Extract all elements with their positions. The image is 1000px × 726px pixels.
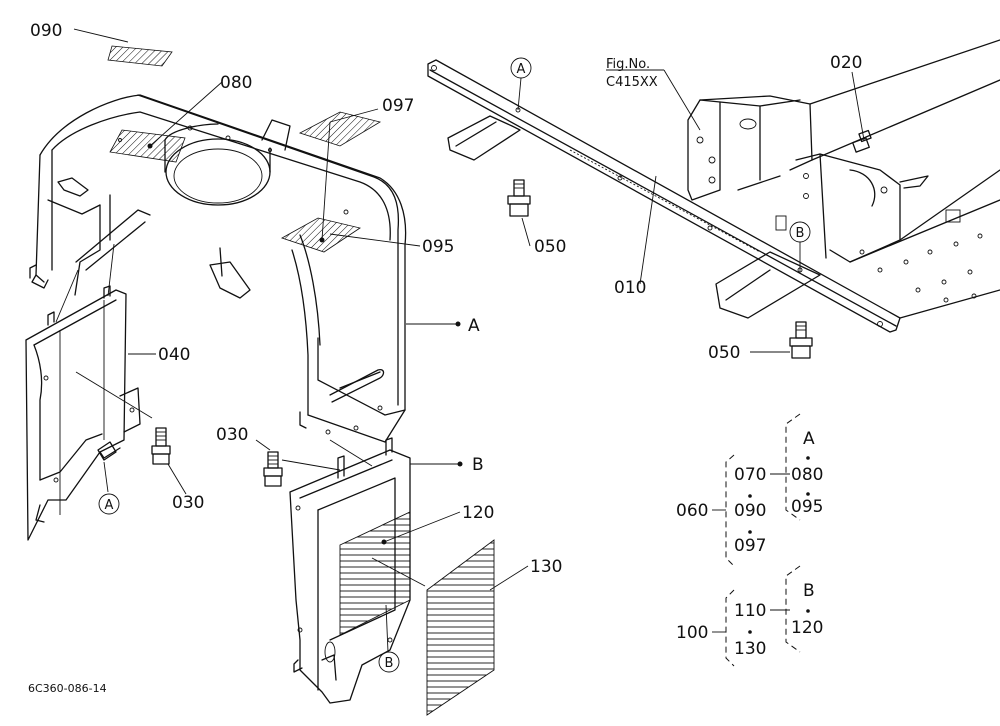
screen-130 xyxy=(426,539,495,716)
radiator-shroud xyxy=(29,94,407,443)
kit-100-item-120: 120 xyxy=(791,618,823,638)
callout-130: 130 xyxy=(530,557,562,577)
kit-060-item-070: 070 xyxy=(734,465,766,485)
kit-060-item-080: 080 xyxy=(791,465,823,485)
marker-b-panel-bottom: B xyxy=(385,656,394,671)
bolt-020 xyxy=(852,129,872,153)
callout-050-upper: 050 xyxy=(534,237,566,257)
kit-060-header: A xyxy=(803,429,815,449)
figure-ref-label: Fig.No. xyxy=(606,57,650,72)
callout-050-lower: 050 xyxy=(708,343,740,363)
callout-095: 095 xyxy=(422,237,454,257)
marker-a-bracket: A xyxy=(105,498,114,513)
bolt-030-right xyxy=(263,451,283,487)
kit-060: 060 070 090 097 A 080 095 xyxy=(676,413,823,567)
marker-a-rail: A xyxy=(517,62,526,77)
callout-040: 040 xyxy=(158,345,190,365)
callout-120: 120 xyxy=(462,503,494,523)
callout-010: 010 xyxy=(614,278,646,298)
callout-030-right: 030 xyxy=(216,425,248,445)
side-bracket-040 xyxy=(25,285,141,541)
callout-020: 020 xyxy=(830,53,862,73)
label-sheets xyxy=(107,45,382,253)
marker-circle-a-bracket xyxy=(98,493,120,515)
screen-120 xyxy=(339,511,411,636)
callout-090: 090 xyxy=(30,21,62,41)
callout-097: 097 xyxy=(382,96,414,116)
reference-markers: A B A B A B xyxy=(98,57,811,673)
label-097-sheet xyxy=(298,111,382,147)
leader-lines xyxy=(55,28,865,653)
drawing-code: 6C360-086-14 xyxy=(28,682,107,695)
kit-060-parent: 060 xyxy=(676,501,708,521)
marker-b-rail: B xyxy=(796,226,805,241)
figure-ref-number: C415XX xyxy=(606,75,658,90)
marker-circle-b-rail xyxy=(789,221,811,243)
marker-circle-b-panel xyxy=(378,651,400,673)
bolt-030-left xyxy=(151,427,171,465)
kit-060-item-095: 095 xyxy=(791,497,823,517)
kit-100-item-110: 110 xyxy=(734,601,766,621)
bolt-050-upper xyxy=(507,179,531,217)
kit-060-item-090: 090 xyxy=(734,501,766,521)
callout-030-left: 030 xyxy=(172,493,204,513)
kit-100: 100 110 130 B 120 xyxy=(676,565,823,667)
bolt-050-lower xyxy=(789,321,813,359)
kit-060-item-097: 097 xyxy=(734,536,766,556)
marker-b-panel: B xyxy=(472,455,484,475)
kit-100-item-130: 130 xyxy=(734,639,766,659)
frame-reference-c415xx xyxy=(687,39,1000,319)
label-090-sheet xyxy=(107,45,173,67)
kit-100-parent: 100 xyxy=(676,623,708,643)
label-095-sheet xyxy=(281,217,361,253)
front-panel-b xyxy=(289,437,495,716)
rail-010 xyxy=(427,59,901,333)
marker-a-shroud: A xyxy=(468,316,480,336)
callout-080: 080 xyxy=(220,73,252,93)
callouts: 090 080 097 095 040 030 030 120 130 020 … xyxy=(28,21,862,695)
kit-100-header: B xyxy=(803,581,815,601)
marker-circle-a-rail xyxy=(510,57,532,79)
